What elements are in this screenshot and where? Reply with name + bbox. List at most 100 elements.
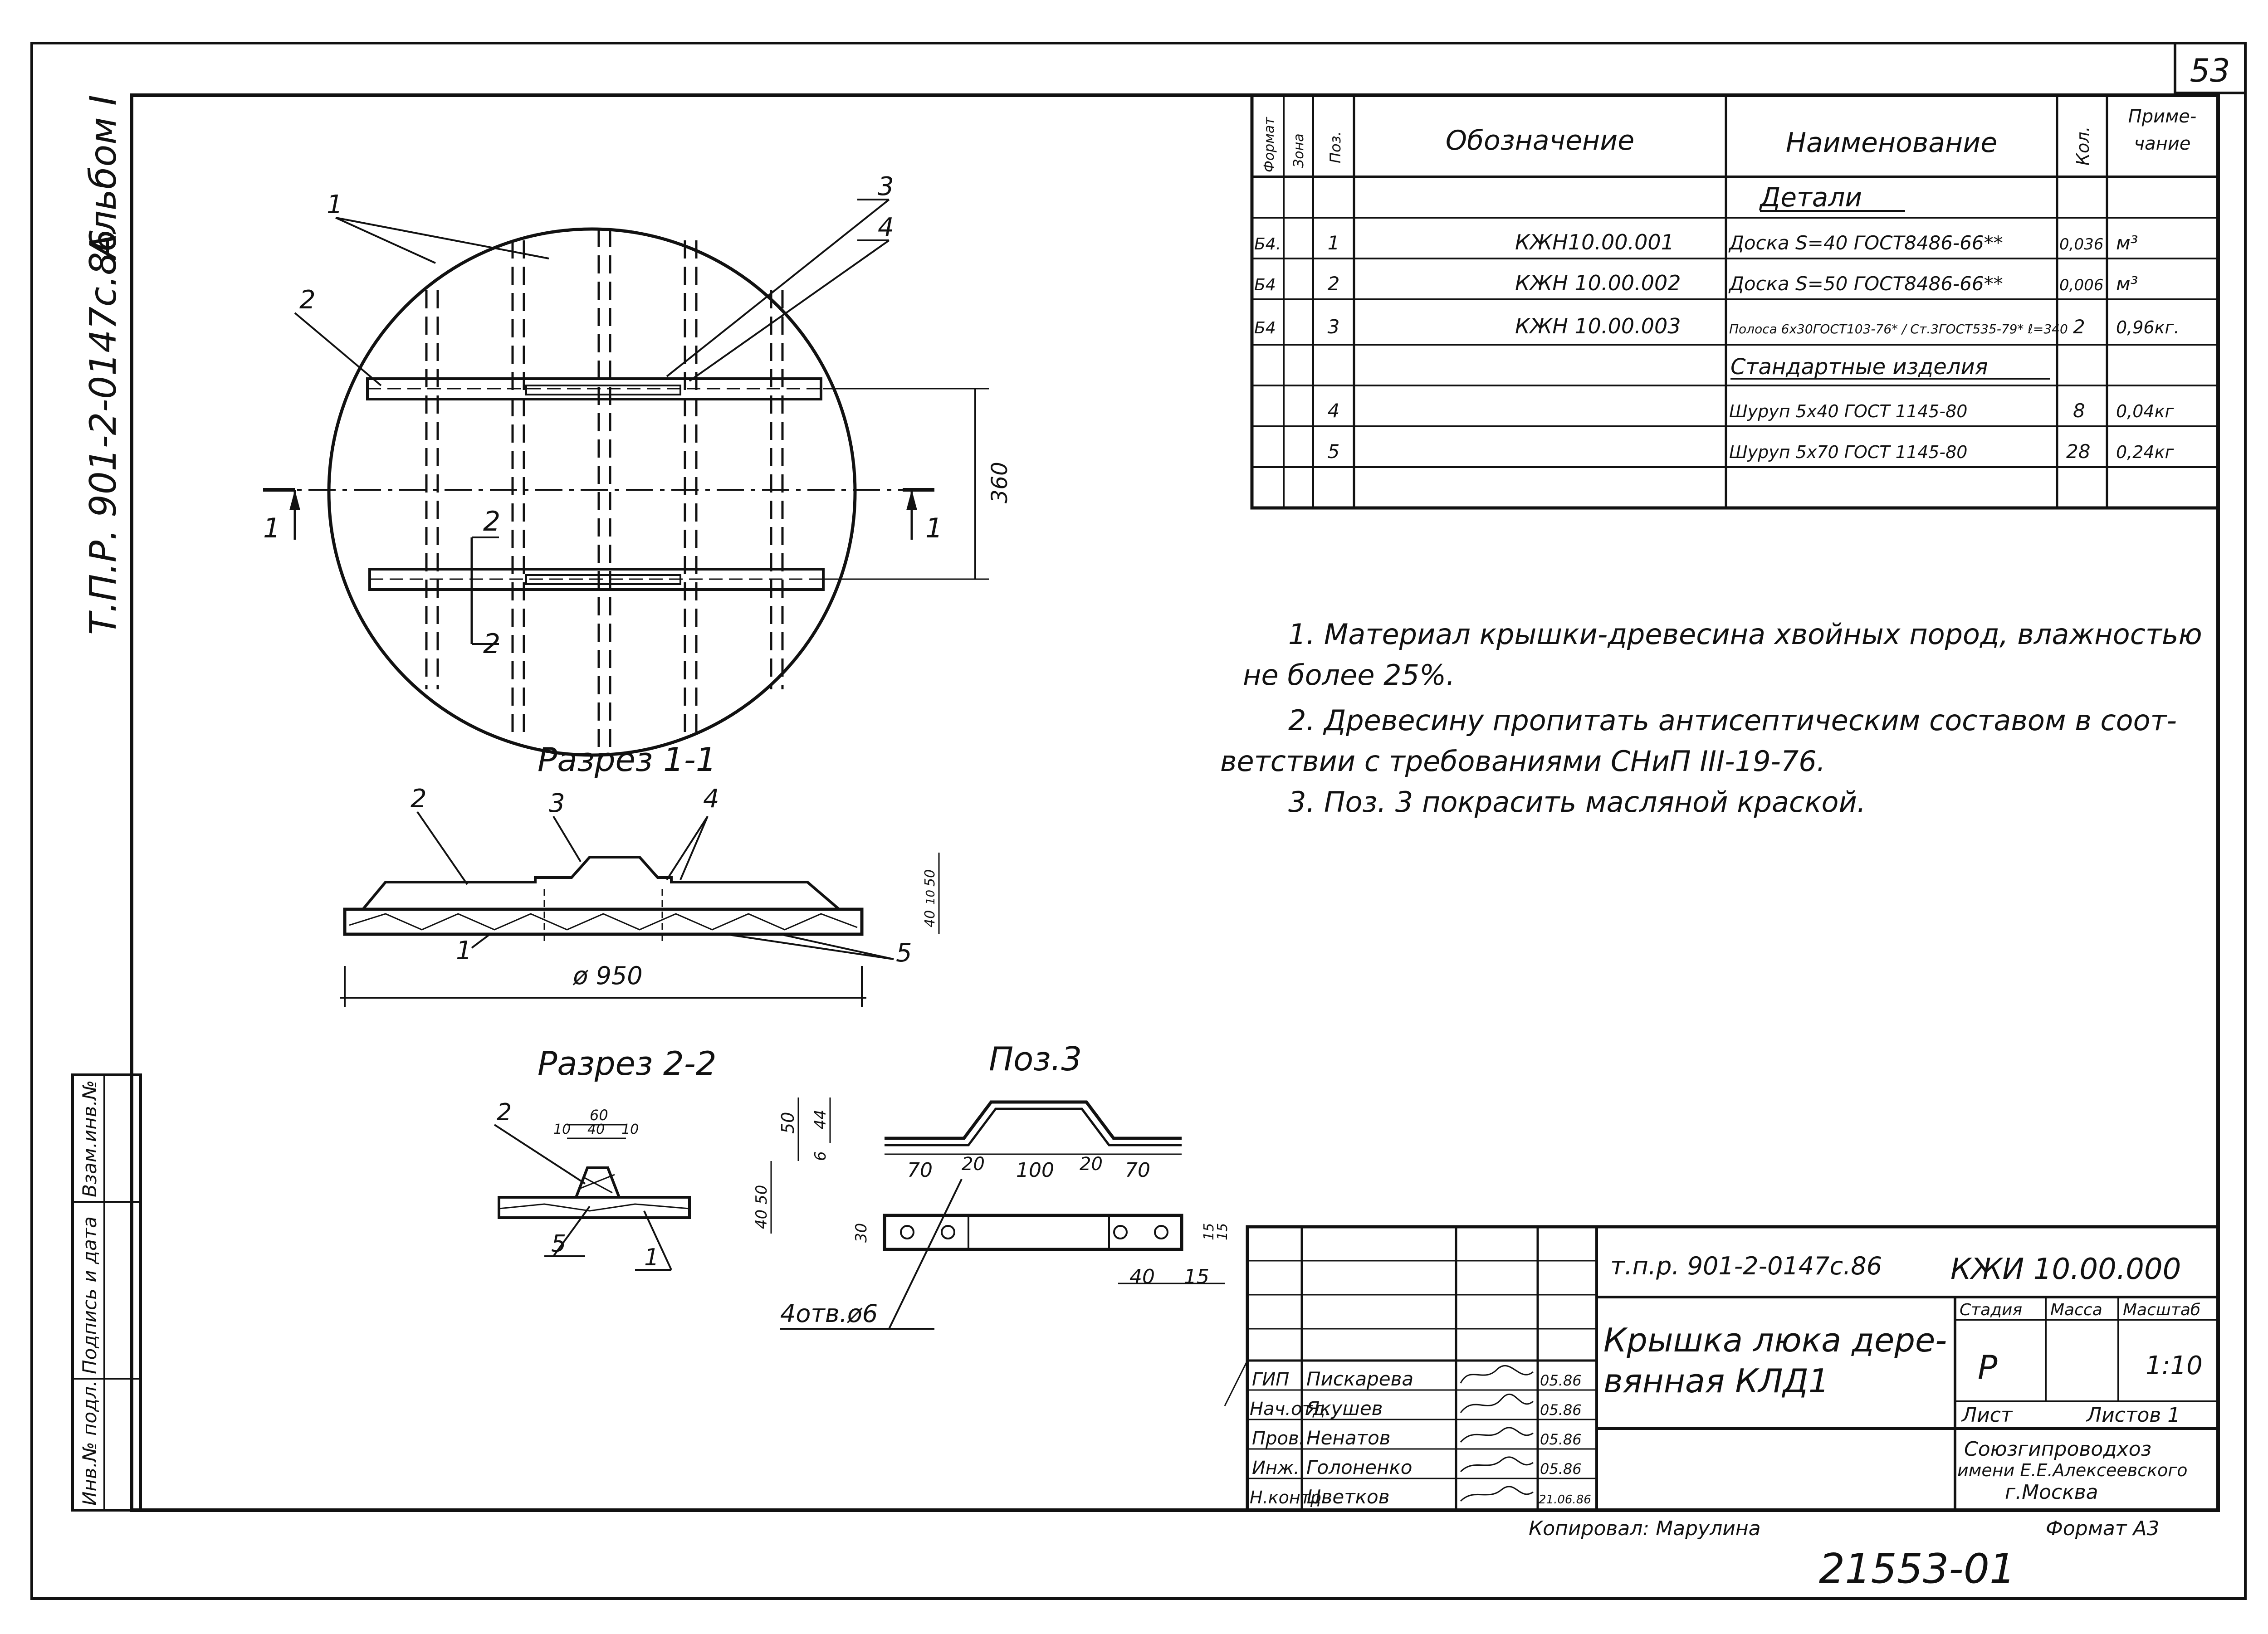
- staff-name: Цветков: [1306, 1486, 1389, 1508]
- title-project-code: т.п.р. 901-2-0147с.86: [1610, 1252, 1882, 1280]
- section22-dim: 40: [587, 1122, 605, 1137]
- row-format: Б4.: [1254, 235, 1281, 254]
- note-line: 3. Поз. 3 покрасить масляной краской.: [1288, 785, 1866, 819]
- note-line: не более 25%.: [1243, 658, 1455, 692]
- staff-row: Нач.отд. Якушев 05.86: [1250, 1393, 1582, 1419]
- spec-row: Б4 3 КЖН 10.00.003 Полоса 6х30ГОСТ103-76…: [1254, 314, 2180, 338]
- row-name: Доска S=40 ГОСТ8486-66**: [1728, 232, 2003, 254]
- staff-row: Н.контр. Цветков 21.06.86: [1250, 1486, 1591, 1508]
- staff-date: 05.86: [1540, 1460, 1582, 1478]
- title-doc-code: КЖИ 10.00.000: [1950, 1253, 2181, 1286]
- section22-label: 1: [644, 1244, 659, 1271]
- row-qty: 0,006: [2059, 276, 2103, 294]
- section-1-1: Разрез 1-1 2 3 4 1 5 ø 950 50 40 10: [340, 741, 940, 1007]
- hole: [1154, 1225, 1168, 1239]
- section22-title: Разрез 2-2: [538, 1044, 717, 1083]
- staff-name: Ненатов: [1306, 1427, 1391, 1449]
- pos-3-detail: Поз.3 70 20 100 20 70 50 44 6 40 50 30 1…: [753, 1040, 1231, 1330]
- section11-title: Разрез 1-1: [538, 741, 717, 779]
- col-name-header: Наименование: [1786, 127, 1997, 159]
- stamp-inv-label: Инв.№ подл.: [78, 1380, 101, 1506]
- pos3-plan: [883, 1214, 1183, 1251]
- section-mark: 2: [483, 506, 500, 537]
- row-qty: 2: [2073, 316, 2085, 338]
- title-block: т.п.р. 901-2-0147с.86 КЖИ 10.00.000 Крыш…: [1224, 1225, 2220, 1512]
- spec-row: 4 Шуруп 5х40 ГОСТ 1145-80 8 0,04кг: [1328, 400, 2175, 422]
- signature: [1460, 1486, 1534, 1502]
- section11-diameter: ø 950: [572, 961, 642, 990]
- section22-dim: 10: [553, 1122, 571, 1137]
- stamp-sign-label: Подпись и дата: [78, 1216, 101, 1374]
- staff-role: Нач.отд.: [1250, 1399, 1331, 1419]
- signature: [1460, 1427, 1534, 1443]
- section11-label: 1: [456, 936, 472, 966]
- pos3-dim: 100: [1016, 1159, 1054, 1182]
- row-name: Доска S=50 ГОСТ8486-66**: [1728, 273, 2003, 295]
- section-mark: 1: [263, 512, 280, 544]
- section22-dim: 60: [590, 1107, 608, 1124]
- pos3-dim: 20: [962, 1154, 985, 1175]
- plan-label: 2: [299, 285, 316, 315]
- notes: 1. Материал крышки-древесина хвойных пор…: [1220, 618, 2202, 819]
- pos3-dim: 15: [1215, 1223, 1231, 1240]
- row-designation: КЖН 10.00.002: [1515, 271, 1681, 295]
- footer-number: 21553-01: [1819, 1545, 2015, 1593]
- section-details: Детали: [1759, 182, 1862, 213]
- cover-outline: [327, 227, 857, 757]
- pos3-profile: [885, 1100, 1182, 1140]
- section22-board: [498, 1196, 691, 1219]
- pos3-dim: 44: [811, 1110, 830, 1129]
- section-mark: 2: [483, 628, 500, 660]
- staff-role: ГИП: [1252, 1369, 1289, 1390]
- staff-date: 05.86: [1540, 1401, 1582, 1419]
- spec-row: Б4. 1 КЖН10.00.001 Доска S=40 ГОСТ8486-6…: [1254, 230, 2138, 254]
- inner-frame: [130, 93, 2220, 1512]
- signature: [1460, 1456, 1534, 1473]
- footer-format: Формат А3: [2046, 1517, 2160, 1540]
- pos3-holes-label: 4отв.ø6: [780, 1299, 878, 1328]
- signature: [1460, 1393, 1534, 1413]
- row-pos: 3: [1328, 316, 1340, 338]
- note-line: 2. Древесину пропитать антисептическим с…: [1288, 704, 2177, 737]
- org-line-3: г.Москва: [2005, 1481, 2098, 1504]
- section11-label: 2: [411, 784, 427, 814]
- pos3-dim: 70: [1125, 1159, 1150, 1182]
- pos3-dim: 6: [811, 1151, 830, 1161]
- section-2-2: Разрез 2-2 2 5 1 60 10 40 10: [494, 1044, 717, 1271]
- row-qty: 8: [2073, 400, 2085, 422]
- section11-label: 5: [896, 938, 912, 968]
- row-pos: 5: [1328, 440, 1340, 463]
- pos3-dim: 15: [1184, 1265, 1209, 1288]
- row-pos: 2: [1328, 273, 1340, 295]
- row-designation: КЖН10.00.001: [1515, 230, 1674, 254]
- staff-row: Инж. Голоненко 05.86: [1252, 1456, 1582, 1478]
- stage-header: Стадия: [1960, 1301, 2022, 1319]
- row-name: Шуруп 5х40 ГОСТ 1145-80: [1729, 401, 1967, 421]
- title-name-2: вянная КЛД1: [1603, 1362, 1829, 1400]
- pos3-dim: 70: [907, 1159, 933, 1182]
- section11-small-dim: 40: [922, 910, 938, 927]
- section11-label: 3: [549, 789, 565, 818]
- staff-date: 05.86: [1540, 1372, 1582, 1389]
- section-mark: 1: [925, 512, 943, 544]
- signature: [1460, 1365, 1534, 1384]
- outer-frame: [30, 42, 2247, 1600]
- pos3-dim: 30: [852, 1223, 870, 1243]
- plan-label: 3: [878, 172, 894, 201]
- row-qty: 0,036: [2059, 235, 2103, 254]
- staff-name: Пискарева: [1306, 1368, 1413, 1390]
- pos3-title: Поз.3: [989, 1040, 1082, 1078]
- note-line: 1. Материал крышки-древесина хвойных пор…: [1288, 618, 2202, 651]
- col-designation-header: Обозначение: [1446, 125, 1634, 156]
- staff-name: Якушев: [1306, 1397, 1383, 1419]
- staff-role: Инж.: [1252, 1458, 1300, 1478]
- staff-name: Голоненко: [1306, 1456, 1412, 1478]
- row-pos: 4: [1328, 400, 1340, 422]
- section11-label: 4: [703, 784, 719, 814]
- plan-view: 360 1 2 3 4 1 1 2 2: [263, 172, 1012, 757]
- page-number-box: [2174, 42, 2247, 94]
- staff-role: Н.контр.: [1250, 1488, 1327, 1507]
- sheets-label: Листов 1: [2086, 1404, 2180, 1427]
- row-pos: 1: [1328, 232, 1340, 254]
- row-format: Б4: [1254, 276, 1276, 294]
